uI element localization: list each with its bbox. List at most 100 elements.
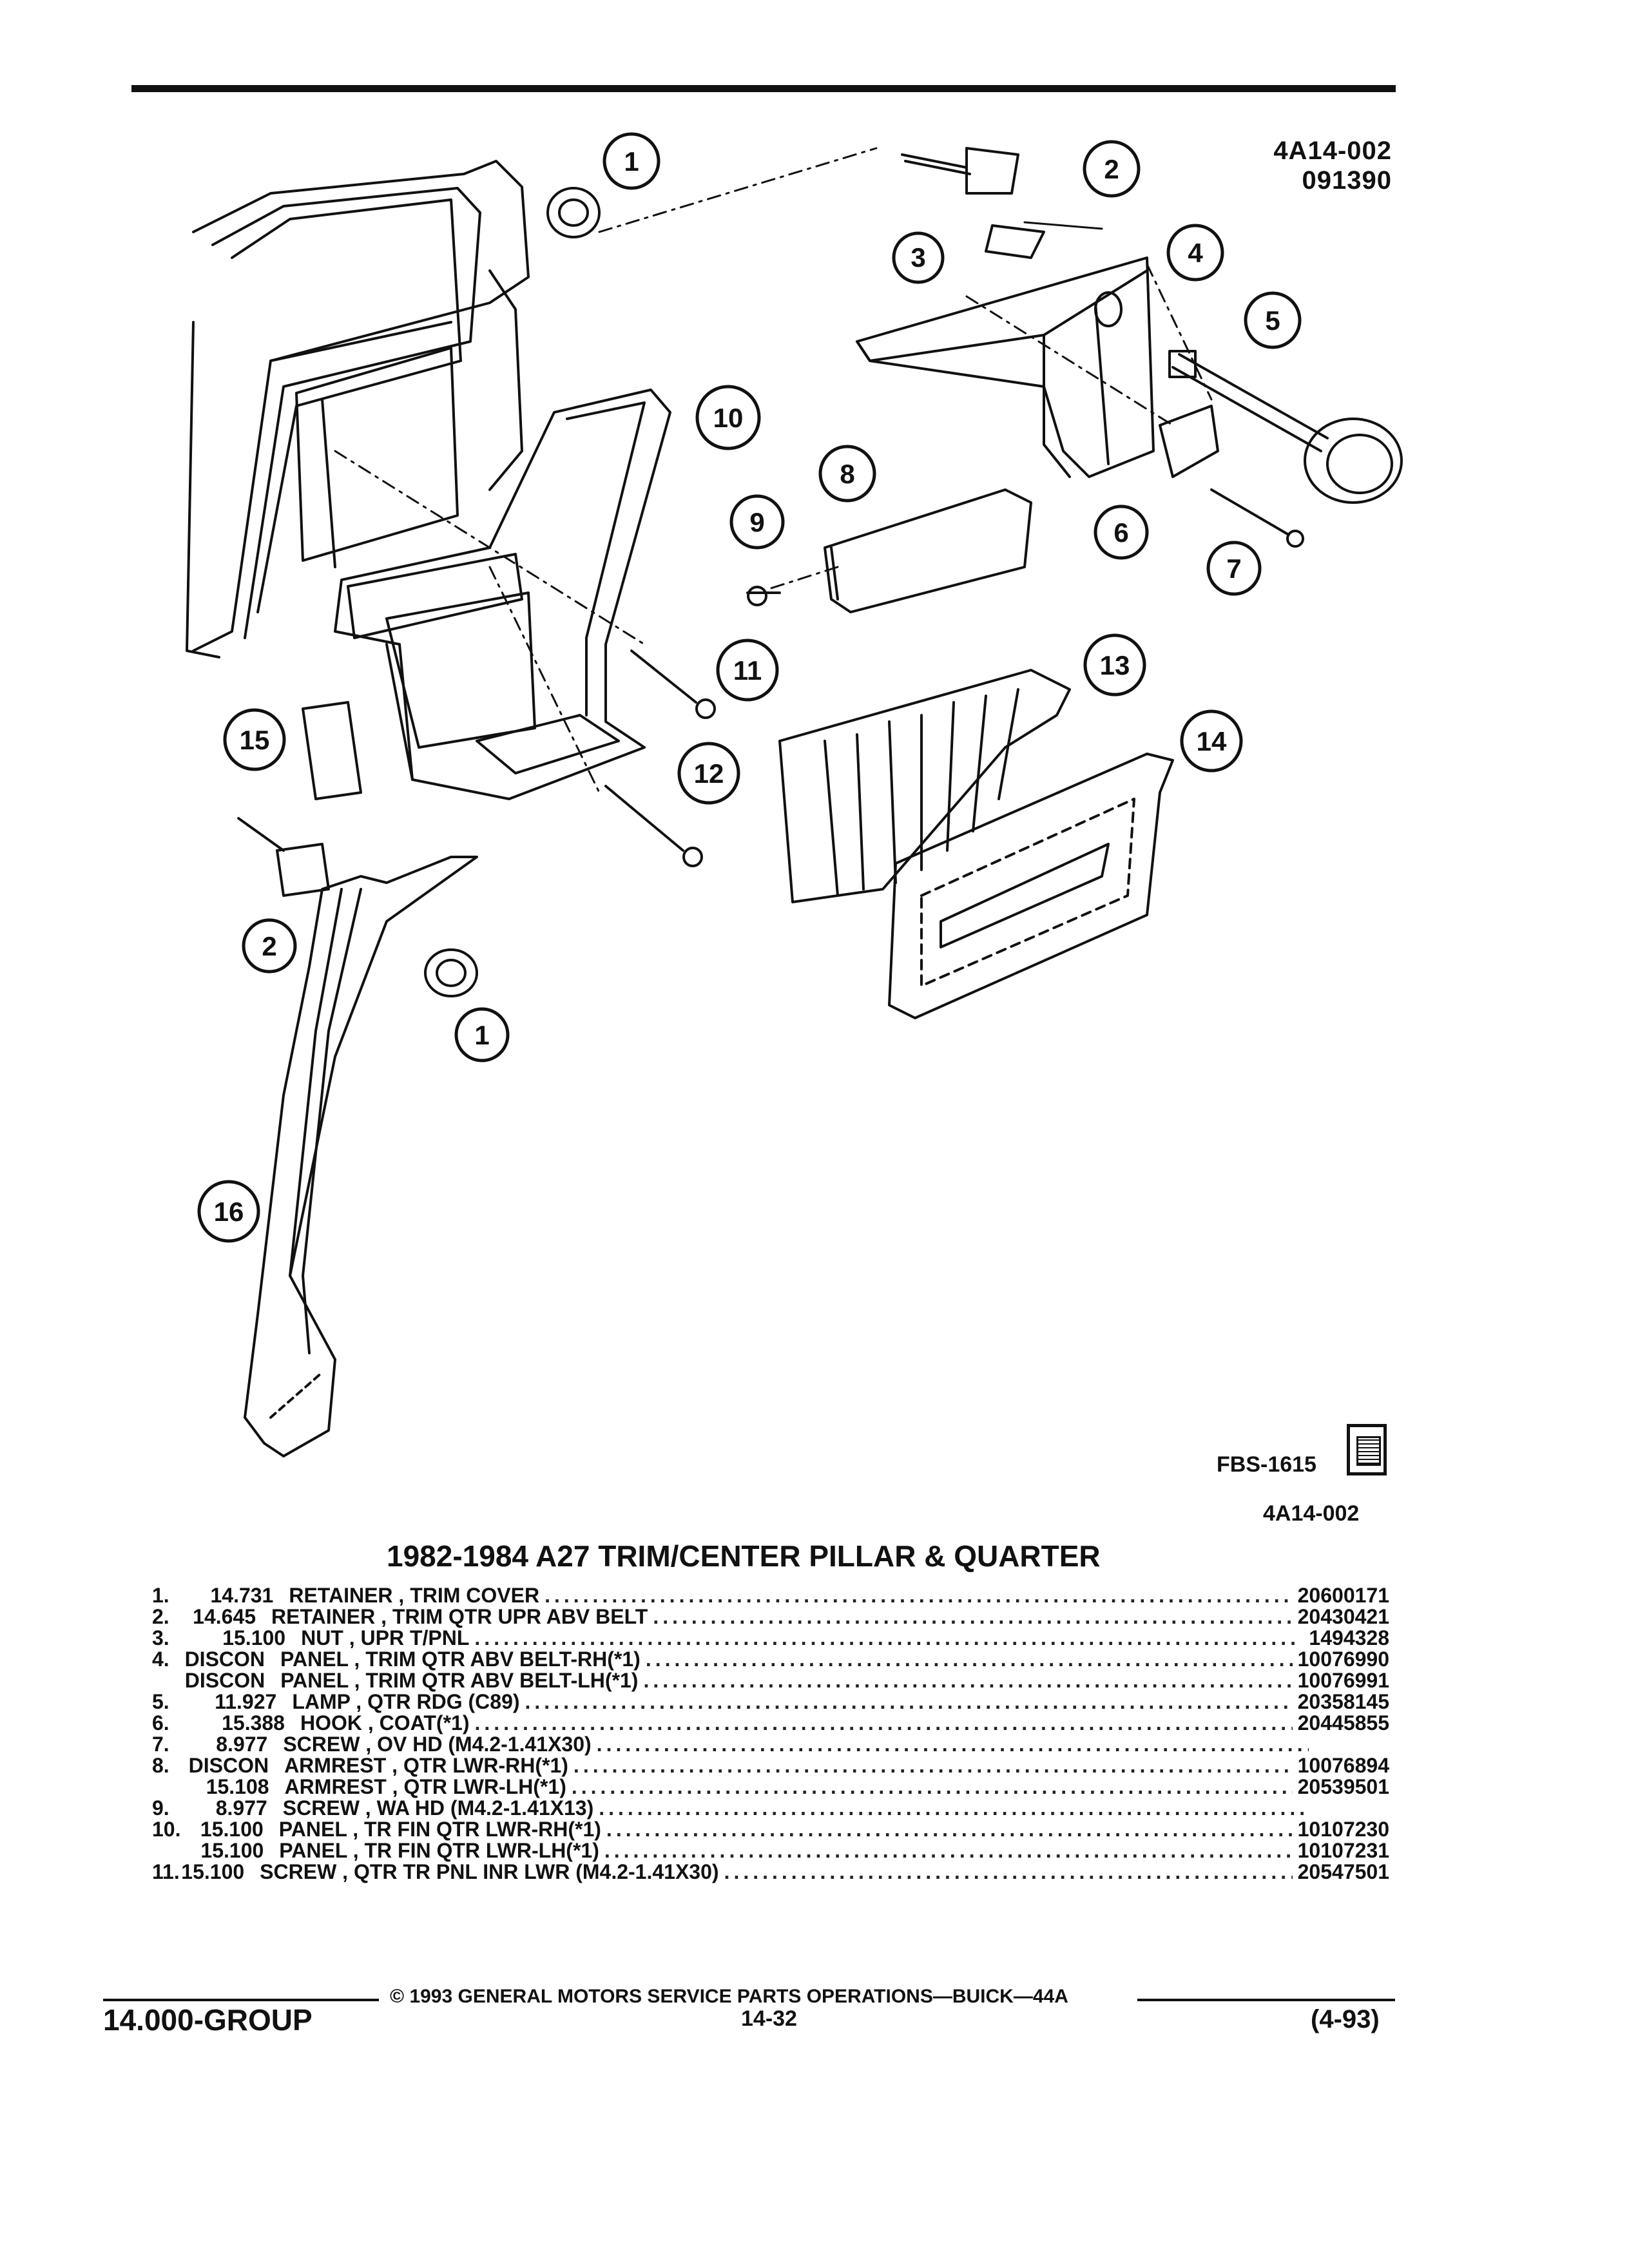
callout-2b: 2 xyxy=(262,931,276,961)
figure-id: FBS-1615 xyxy=(1217,1452,1316,1477)
part-number xyxy=(152,1840,187,1861)
part-description: ARMREST , QTR LWR-LH(*1) xyxy=(284,1775,566,1798)
figure-code: 4A14-002 xyxy=(1273,137,1392,165)
group-number: 14.731 xyxy=(210,1584,274,1607)
page-number: 14-32 xyxy=(741,2006,797,2031)
top-rule xyxy=(131,85,1396,92)
part-number: 10. xyxy=(152,1818,181,1841)
group-number: 8.977 xyxy=(215,1796,267,1820)
callout-9: 9 xyxy=(749,507,764,537)
part-description: ARMREST , QTR LWR-RH(*1) xyxy=(284,1754,568,1777)
callout-12: 12 xyxy=(694,758,724,789)
group-number: 15.100 xyxy=(200,1839,264,1862)
part-row: 1. 14.731 RETAINER , TRIM COVER...........… xyxy=(152,1585,1389,1606)
group-number: 14.645 xyxy=(193,1605,256,1628)
callout-11: 11 xyxy=(733,655,762,686)
part-number xyxy=(152,1776,188,1798)
leader-dots: ........................................… xyxy=(606,1819,1293,1840)
callout-2: 2 xyxy=(1104,154,1119,184)
part-number: 7. xyxy=(152,1733,169,1756)
date-code: 091390 xyxy=(1302,166,1392,195)
part-description: PANEL , TRIM QTR ABV BELT-RH(*1) xyxy=(280,1648,641,1671)
trim-panel-drawing xyxy=(888,753,1174,1019)
part-number-code: 10107231 xyxy=(1297,1839,1389,1862)
group-number: 15.100 xyxy=(181,1860,245,1883)
part-number-code: 10076990 xyxy=(1297,1648,1389,1671)
callout-13: 13 xyxy=(1100,650,1130,680)
part-number-code: 10107230 xyxy=(1297,1818,1389,1841)
leader-dots: ........................................… xyxy=(645,1649,1293,1670)
part-number: 1. xyxy=(152,1584,169,1607)
callout-10: 10 xyxy=(713,403,744,433)
part-number: 5. xyxy=(152,1690,169,1713)
part-description: HOOK , COAT(*1) xyxy=(300,1711,470,1735)
callout-1: 1 xyxy=(624,146,639,177)
part-number-code: 20358145 xyxy=(1297,1690,1389,1713)
leader-lines xyxy=(334,147,1213,794)
group-number: DISCON xyxy=(188,1754,269,1777)
part-number: 3. xyxy=(152,1626,169,1649)
group-number: 15.108 xyxy=(206,1775,269,1798)
footer-rule-right xyxy=(1137,1999,1395,2001)
part-number-code: 20445855 xyxy=(1297,1711,1389,1735)
callout-15: 15 xyxy=(240,725,270,755)
part-row: 15.108 ARMREST , QTR LWR-LH(*1)..........… xyxy=(152,1776,1389,1798)
page-reference: 4A14-002 xyxy=(1263,1501,1360,1526)
gm-spo-icon xyxy=(1347,1424,1387,1475)
revision-date: (4-93) xyxy=(1311,2005,1380,2033)
part-description: LAMP , QTR RDG (C89) xyxy=(292,1690,520,1713)
callout-3: 3 xyxy=(911,242,925,273)
leader-dots: ........................................… xyxy=(474,1628,1297,1649)
leader-dots: ........................................… xyxy=(474,1713,1292,1734)
part-description: PANEL , TRIM QTR ABV BELT-LH(*1) xyxy=(280,1669,639,1692)
armrest-drawing xyxy=(824,488,1032,613)
part-description: PANEL , TR FIN QTR LWR-LH(*1) xyxy=(279,1839,599,1862)
group-number: 8.977 xyxy=(216,1733,268,1756)
section-title: 1982-1984 A27 TRIM/CENTER PILLAR & QUART… xyxy=(387,1539,1101,1573)
leader-dots: ........................................… xyxy=(724,1861,1293,1883)
part-number-code: 10076991 xyxy=(1297,1669,1389,1692)
part-number-code: 20547501 xyxy=(1297,1860,1389,1883)
part-number-code: 20430421 xyxy=(1297,1605,1389,1628)
quarter-lower-panel-drawing xyxy=(334,389,671,800)
part-number-code: 1494328 xyxy=(1309,1626,1389,1649)
door-frame-drawing xyxy=(186,160,530,658)
callout-5: 5 xyxy=(1265,305,1280,336)
part-number: 4. xyxy=(152,1648,169,1671)
group-number: 11.927 xyxy=(215,1690,277,1713)
part-number: 2. xyxy=(152,1605,169,1628)
center-pillar-drawing xyxy=(244,856,478,1457)
part-number-code: 10076894 xyxy=(1297,1754,1389,1777)
leader-dots: ........................................… xyxy=(653,1606,1293,1628)
callout-circles xyxy=(197,132,1302,1243)
coat-hook-drawing xyxy=(1159,405,1219,478)
part-description: SCREW , QTR TR PNL INR LWR (M4.2-1.41X30… xyxy=(260,1860,719,1883)
part-description: RETAINER , TRIM COVER xyxy=(289,1584,540,1607)
quarter-upper-panel-drawing xyxy=(856,256,1155,478)
parts-list: 1. 14.731 RETAINER , TRIM COVER...........… xyxy=(152,1585,1389,1883)
footer-rule-left xyxy=(103,1999,379,2001)
part-number-code xyxy=(1314,1798,1389,1819)
copyright-notice: © 1993 GENERAL MOTORS SERVICE PARTS OPER… xyxy=(390,1986,1068,2007)
part-number: 8. xyxy=(152,1754,169,1777)
leader-dots: ........................................… xyxy=(571,1776,1293,1798)
leader-dots: ........................................… xyxy=(545,1585,1293,1606)
callout-8: 8 xyxy=(840,459,854,489)
part-description: SCREW , WA HD (M4.2-1.41X13) xyxy=(282,1796,594,1820)
leader-dots: ........................................… xyxy=(573,1755,1293,1776)
part-number-code: 20539501 xyxy=(1297,1775,1389,1798)
callout-numbers: 1 2 3 4 5 6 7 8 9 10 11 12 13 14 15 16 2… xyxy=(214,146,1280,1227)
exploded-parts-illustration: 1 2 3 4 5 6 7 8 9 10 11 12 13 14 15 16 2… xyxy=(186,132,1403,1457)
group-label: 14.000-GROUP xyxy=(103,2003,313,2037)
part-description: NUT , UPR T/PNL xyxy=(301,1626,470,1649)
group-number: 15.388 xyxy=(222,1711,285,1735)
group-number: 15.100 xyxy=(200,1818,264,1841)
